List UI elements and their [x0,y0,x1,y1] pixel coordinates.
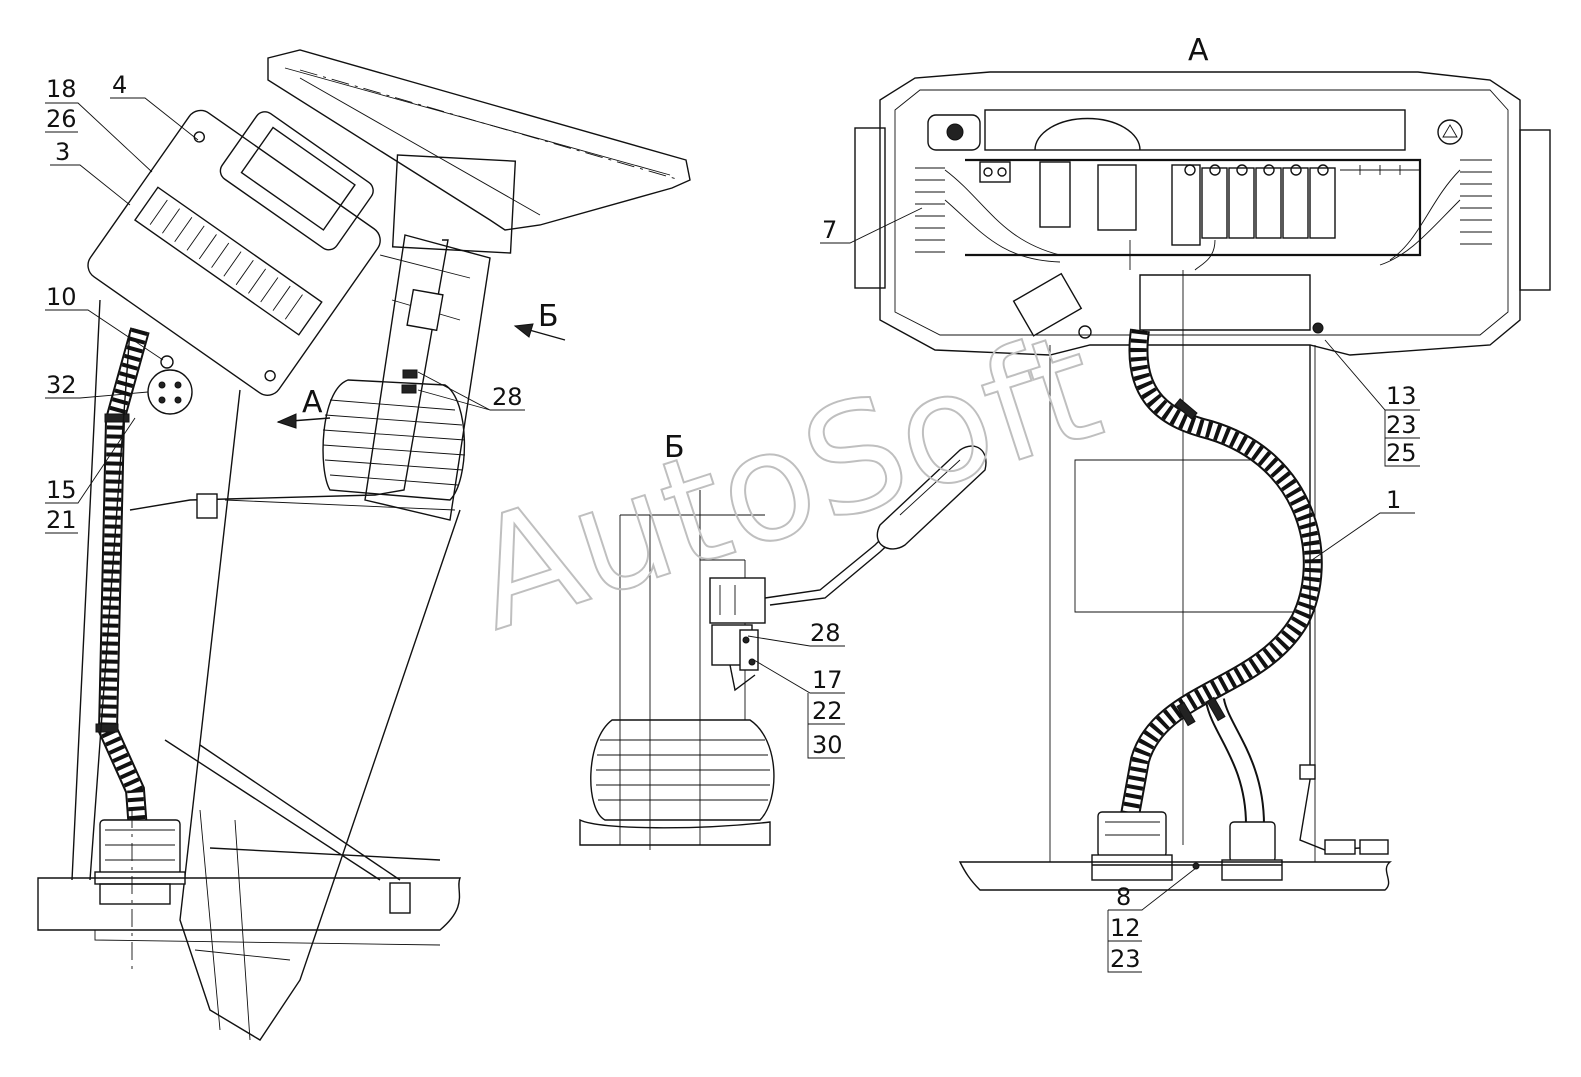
steering-wheel [267,49,691,231]
callout-10: 10 [46,283,77,311]
steering-column [364,234,491,521]
callout-30: 30 [812,731,843,759]
callouts-middle: 28 17 22 30 [747,619,845,759]
arrow-a-label: А [302,385,323,420]
floor-connector-left [94,819,186,905]
callout-26: 26 [46,105,77,133]
view-a-panel [854,71,1551,891]
view-b-title: Б [664,430,685,465]
left-side-view [37,49,691,1041]
view-b-switch [709,577,766,692]
callout-23a: 23 [1386,411,1417,439]
callout-22: 22 [812,697,843,725]
cab-floor-right [958,861,1392,891]
round-connector [147,369,193,415]
cab-floor-left [37,877,462,931]
view-b-bellows [579,719,775,846]
callout-28-left: 28 [492,383,523,411]
callout-3: 3 [55,138,70,166]
panel-housing [879,71,1521,356]
callout-21: 21 [46,506,77,534]
callout-17: 17 [812,666,843,694]
callout-32: 32 [46,371,77,399]
instrument-panel-side [87,109,381,396]
callout-15: 15 [46,476,77,504]
watermark-text: AutoSoft [452,300,1118,665]
view-arrow-b [513,323,566,341]
callout-7: 7 [822,216,837,244]
callout-8: 8 [1116,883,1131,911]
view-arrow-a [276,413,331,429]
callout-1: 1 [1386,486,1401,514]
callout-23b: 23 [1110,945,1141,973]
floor-connector-right-2 [1221,821,1283,881]
callouts-left: 18 26 4 3 10 32 15 21 28 [45,71,525,534]
callout-13: 13 [1386,382,1417,410]
view-a-title: А [1188,33,1209,68]
arrow-b-label: Б [538,299,559,334]
callout-4: 4 [112,71,127,99]
callout-12: 12 [1110,914,1141,942]
relay-block [1184,164,1336,239]
view-b-detail [579,445,987,850]
callout-18: 18 [46,75,77,103]
side-connector-right [1460,159,1492,245]
floor-connector-right-1 [1091,811,1173,881]
side-connector-left [915,167,945,253]
callouts-right: 7 13 23 25 1 8 12 23 [820,207,1420,973]
callout-25: 25 [1386,439,1417,467]
steering-hub [391,154,517,254]
control-rod [129,239,449,511]
column-bellows [322,379,466,501]
callout-28-mid: 28 [810,619,841,647]
